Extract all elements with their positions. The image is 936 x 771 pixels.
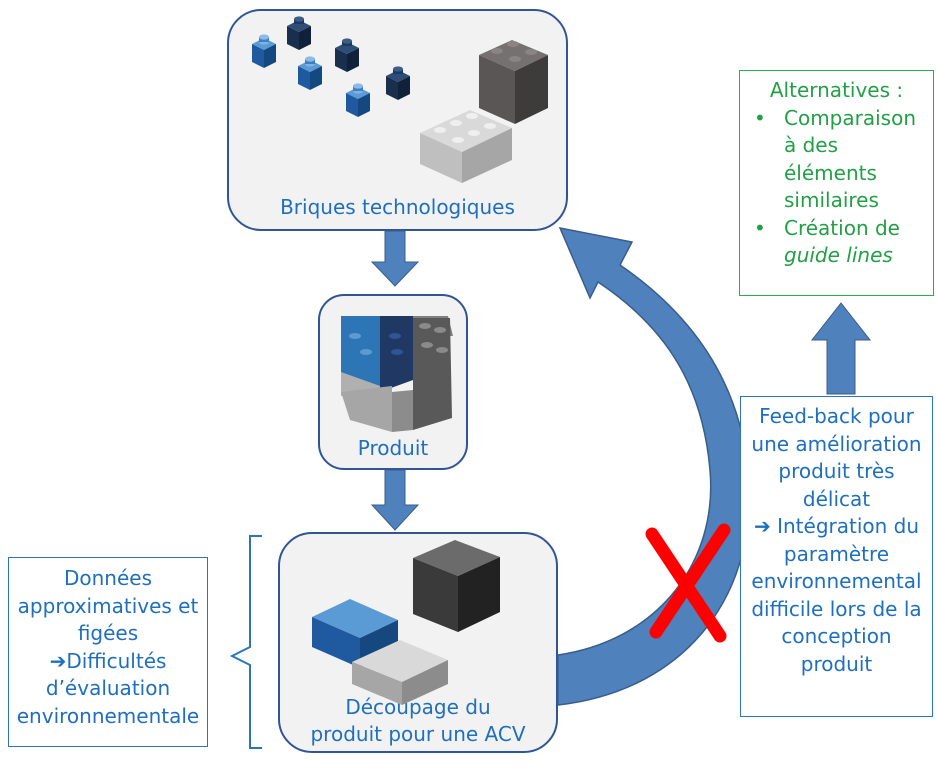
note-feedback: Feed-back pour une amélioration produit … [740, 396, 933, 717]
alternatives-item-2: Création de guide lines [740, 215, 933, 270]
product-assembly [341, 316, 453, 432]
note-approximate-data: Données approximatives et figées ➔Diffic… [8, 557, 208, 747]
left-bracket [229, 535, 262, 749]
textured-bricks [312, 540, 500, 705]
note-right-line5: Intégration du [777, 514, 920, 538]
arrow-icon: ➔ [753, 514, 771, 538]
note-right-line10: produit [800, 651, 873, 676]
alternatives-box: Alternatives : Comparaison à des élément… [739, 70, 934, 296]
note-right-line1: Feed-back pour [759, 404, 914, 428]
note-right-line2: une amélioration [751, 431, 922, 456]
note-left-line1: Données [63, 566, 153, 590]
note-left-line2: approximatives et [17, 593, 199, 618]
down-arrow-2 [370, 469, 420, 531]
note-right-line8: difficile lors de la [751, 596, 922, 621]
note-right-line6: paramètre [783, 541, 890, 566]
gray-brick-large [479, 40, 548, 124]
note-right-line4: délicat [802, 486, 871, 511]
note-left-line4: Difficultés [66, 648, 167, 673]
light-gray-brick [420, 110, 512, 183]
blue-brick-2 [298, 56, 322, 90]
note-left-line3: figées [77, 621, 139, 645]
navy-brick-2 [335, 38, 359, 72]
up-arrow-alternatives [810, 302, 872, 395]
red-cross [645, 523, 731, 643]
caption-lca-line1: Découpage du [345, 695, 491, 719]
note-left-line5: d’évaluation [45, 676, 171, 700]
navy-brick-1 [287, 16, 311, 50]
note-right-line7: environnemental [751, 569, 922, 593]
caption-lca-line2: produit pour une ACV [310, 722, 526, 746]
alternatives-title: Alternatives : [769, 78, 904, 102]
panel-lca-decomposition: Découpage du produit pour une ACV [278, 532, 558, 753]
note-right-line3: produit très [778, 459, 895, 483]
blue-brick-1 [252, 34, 276, 68]
navy-brick-3 [386, 66, 410, 100]
alternatives-list: Comparaison à des éléments similaires Cr… [740, 105, 933, 270]
note-right-line9: conception [781, 624, 892, 648]
note-left-line6: environnementale [16, 703, 200, 728]
feedback-curved-arrow [557, 226, 750, 706]
caption-technology-bricks: Briques technologiques [280, 195, 515, 219]
caption-product: Produit [357, 436, 429, 460]
down-arrow-1 [370, 230, 420, 287]
alternatives-item-1: Comparaison à des éléments similaires [740, 105, 933, 215]
blue-brick-3 [346, 83, 370, 117]
arrow-icon: ➔ [49, 648, 67, 673]
